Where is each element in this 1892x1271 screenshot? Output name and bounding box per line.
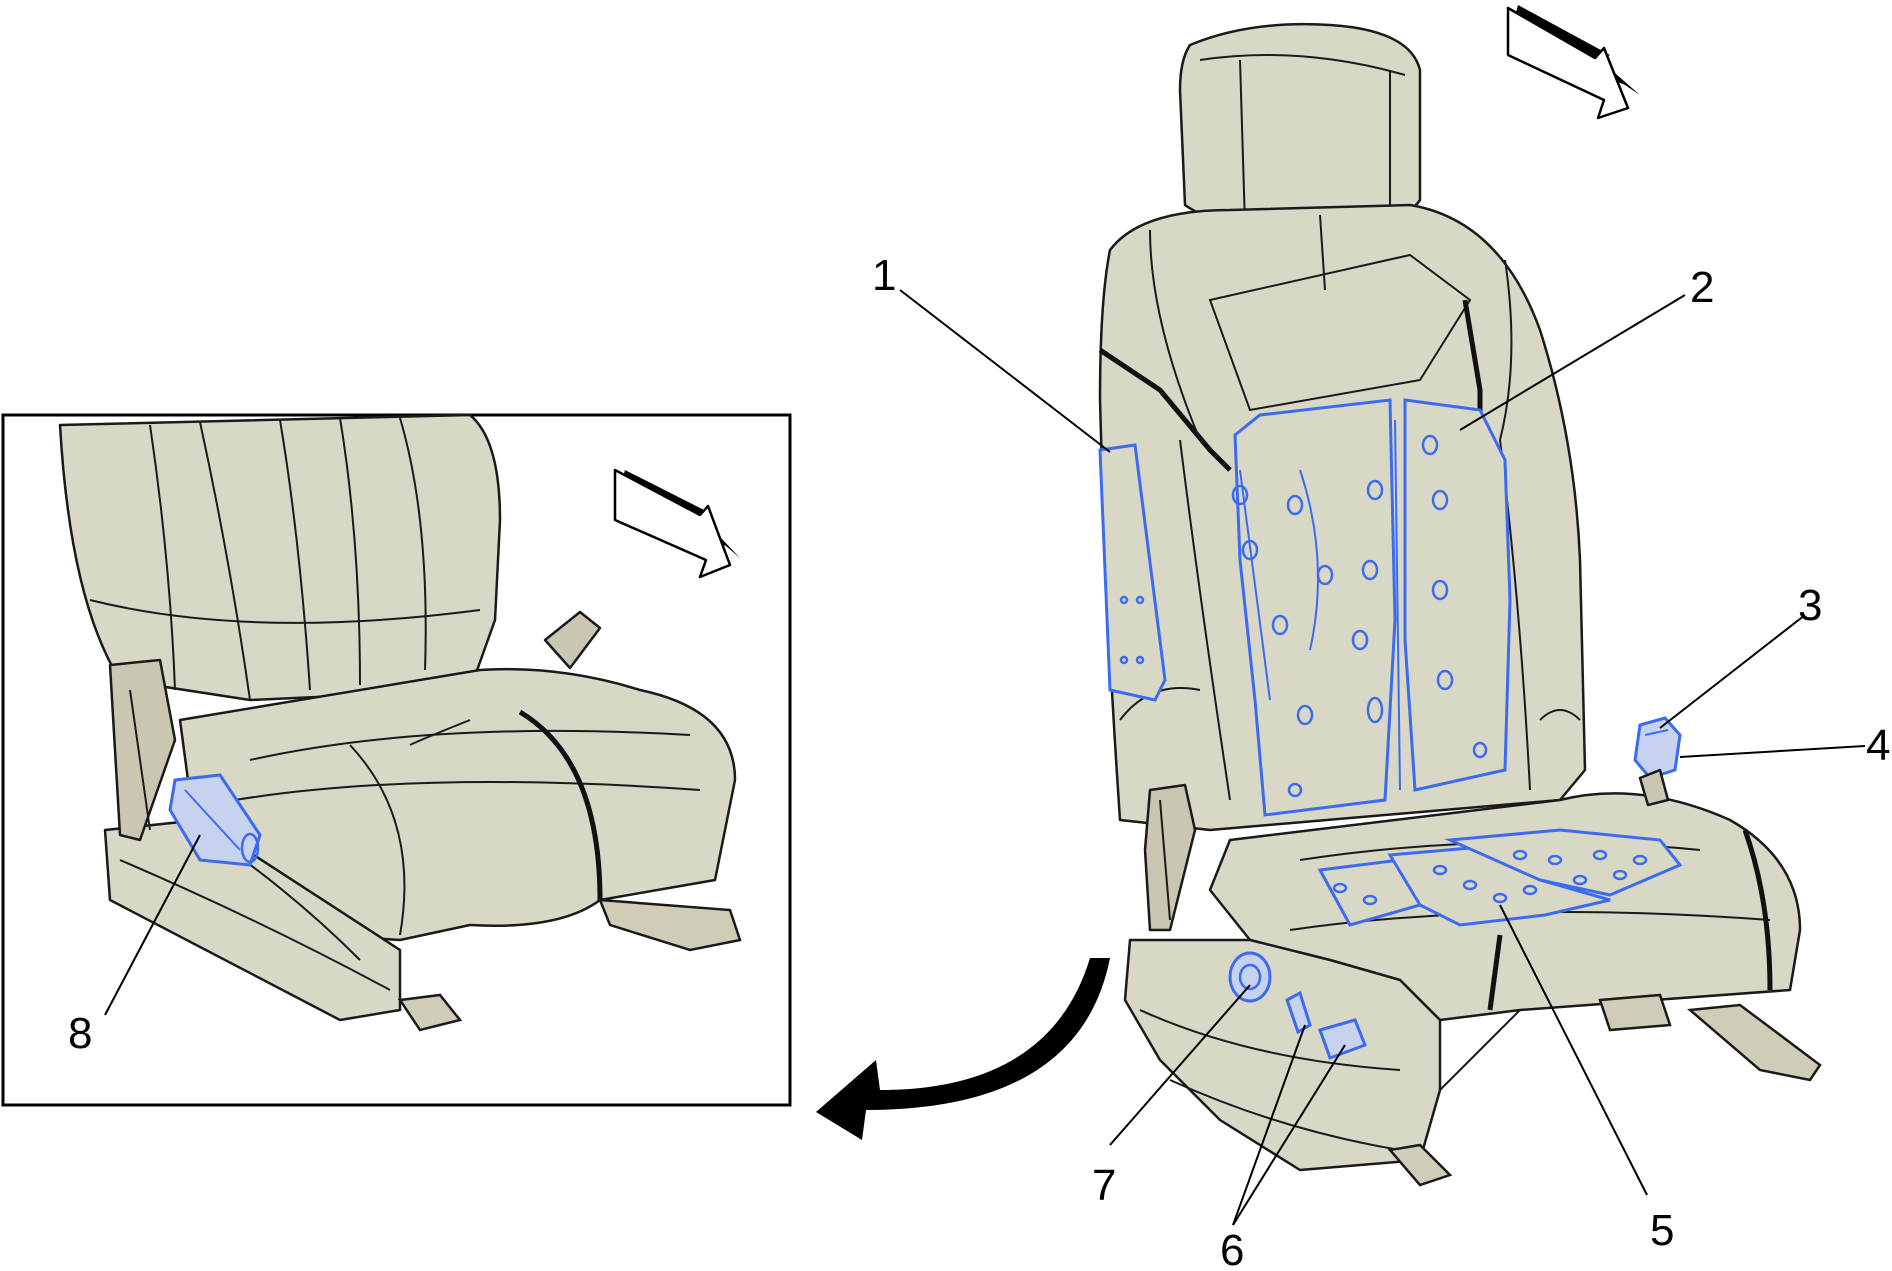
callout-8: 8 bbox=[68, 1009, 92, 1058]
backrest-mat-holes bbox=[1231, 434, 1488, 798]
cushion-mat-highlight bbox=[1317, 828, 1683, 927]
lumbar-switch-highlight bbox=[1228, 951, 1272, 1003]
callout-3: 3 bbox=[1798, 581, 1822, 630]
callout-1: 1 bbox=[872, 251, 896, 300]
zoom-arrow-icon bbox=[816, 958, 1110, 1140]
callout-7: 7 bbox=[1092, 1161, 1116, 1210]
main-seat bbox=[1098, 5, 1822, 1187]
callout-4: 4 bbox=[1866, 721, 1890, 770]
callout-5: 5 bbox=[1650, 1206, 1674, 1255]
seat-adjuster-switches-highlight bbox=[1285, 990, 1367, 1060]
seat-base bbox=[1123, 938, 1822, 1187]
inset-direction-arrow-icon bbox=[613, 468, 740, 579]
inset-panel bbox=[1, 413, 792, 1107]
leader-lines bbox=[104, 289, 1866, 1226]
headrest bbox=[1178, 22, 1422, 232]
callout-2: 2 bbox=[1690, 263, 1714, 312]
callout-6: 6 bbox=[1220, 1226, 1244, 1271]
inset-seat-cushion bbox=[178, 667, 737, 942]
inset-seat-back bbox=[58, 413, 502, 702]
recliner-bracket bbox=[1143, 783, 1197, 932]
backrest-mat-highlight bbox=[1231, 398, 1512, 817]
callout-labels: 1 2 3 4 5 6 7 8 bbox=[68, 251, 1890, 1271]
side-panel-highlight bbox=[1098, 443, 1167, 702]
seatbelt-buckle-highlight bbox=[1633, 716, 1682, 807]
cushion-mat-holes bbox=[1332, 849, 1648, 906]
inset-highlighted-motor bbox=[168, 773, 262, 867]
inset-seatbelt-buckle bbox=[543, 610, 602, 670]
inset-recliner-mechanism bbox=[108, 658, 177, 842]
main-direction-arrow-icon bbox=[1506, 5, 1640, 120]
